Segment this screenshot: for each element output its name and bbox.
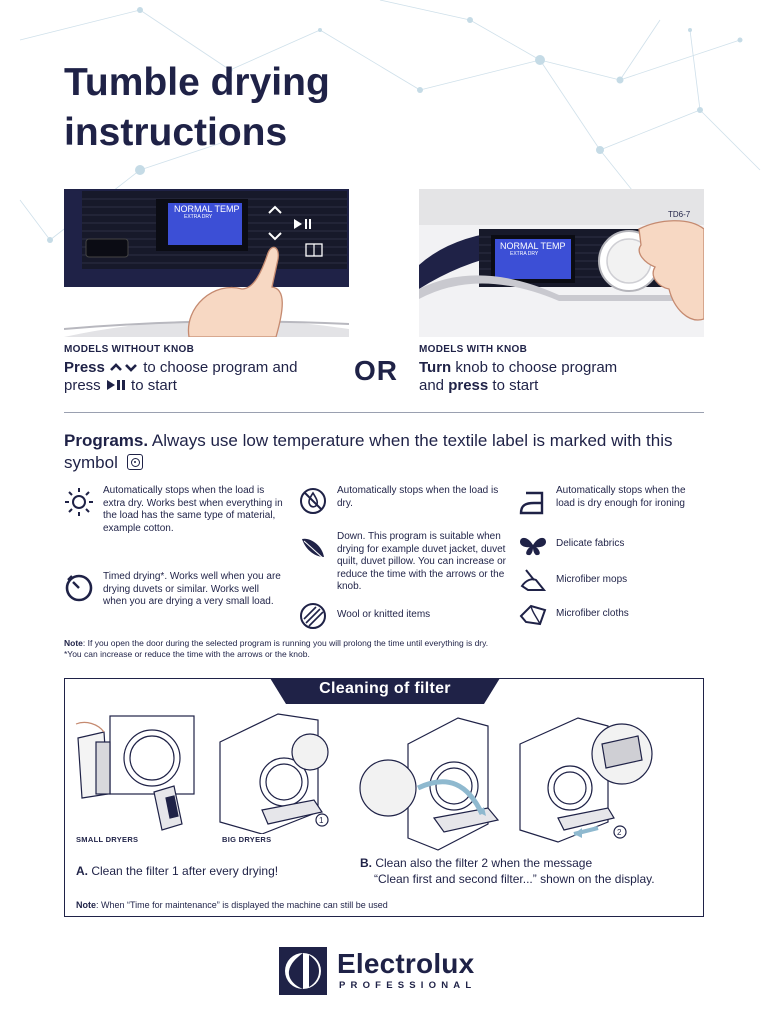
program-description: Timed drying*. Works well when you are d… bbox=[103, 571, 281, 607]
models-with-knob-label: MODELS WITH KNOB bbox=[419, 344, 528, 355]
models-without-knob-instructions: Press to choose program and press to sta… bbox=[64, 359, 298, 394]
maintenance-note: Note: When “Time for maintenance” is dis… bbox=[76, 900, 388, 910]
programs-note: Note: If you open the door during the se… bbox=[64, 638, 489, 659]
low-temperature-symbol-icon bbox=[126, 454, 143, 470]
control-panel-without-knob-illustration bbox=[64, 189, 349, 337]
display-text: NORMAL TEMP EXTRA DRY bbox=[174, 204, 240, 220]
big-dryer-filter2-illustration: 2 bbox=[519, 717, 653, 843]
program-description: Delicate fabrics bbox=[556, 538, 625, 549]
program-description: Microfiber mops bbox=[556, 574, 628, 585]
control-panel-with-knob-illustration bbox=[419, 189, 704, 337]
iron-icon bbox=[519, 491, 544, 515]
step-b-text: B. Clean also the filter 2 when the mess… bbox=[360, 856, 655, 886]
models-without-knob-label: MODELS WITHOUT KNOB bbox=[64, 344, 195, 355]
cleaning-title: Cleaning of filter bbox=[319, 680, 451, 697]
big-dryer-filter-removal-illustration bbox=[359, 717, 500, 851]
callout-1: 1 bbox=[319, 816, 324, 825]
electrolux-logo-icon bbox=[279, 947, 327, 995]
program-description: Automatically stops when the load is dry… bbox=[556, 485, 686, 509]
big-dryers-label: BIG DRYERS bbox=[222, 835, 272, 844]
wool-icon bbox=[300, 603, 326, 629]
play-pause-icon bbox=[105, 378, 127, 390]
models-with-knob-instructions: Turn knob to choose program and press to… bbox=[419, 359, 618, 394]
logo-subtitle: PROFESSIONAL bbox=[339, 980, 477, 991]
feather-icon bbox=[302, 538, 325, 560]
callout-2: 2 bbox=[617, 828, 622, 837]
mop-icon bbox=[520, 569, 547, 591]
program-description: Automatically stops when the load is ext… bbox=[103, 485, 283, 534]
program-description: Down. This program is suitable when dryi… bbox=[337, 531, 506, 592]
big-dryer-illustration: 1 bbox=[219, 713, 329, 834]
small-dryers-label: SMALL DRYERS bbox=[76, 835, 139, 844]
cleaning-banner bbox=[270, 678, 500, 704]
model-code-label: TD6-7 bbox=[668, 210, 691, 219]
page-title: Tumble drying instructions bbox=[64, 61, 330, 154]
program-description: Microfiber cloths bbox=[556, 608, 629, 619]
logo-wordmark: Electrolux bbox=[337, 948, 475, 979]
program-description: Wool or knitted items bbox=[337, 609, 431, 620]
small-dryer-illustration bbox=[75, 715, 195, 831]
program-description: Automatically stops when the load is dry… bbox=[337, 485, 499, 509]
cloth-icon bbox=[519, 604, 547, 626]
drop-icon bbox=[300, 488, 326, 514]
sun-icon bbox=[65, 488, 93, 516]
programs-heading: Programs. Always use low temperature whe… bbox=[64, 431, 673, 472]
or-separator: OR bbox=[354, 355, 398, 386]
display-text-knob-model: NORMAL TEMP EXTRA DRY bbox=[500, 241, 566, 257]
up-down-arrows-icon bbox=[109, 360, 139, 372]
timer-icon bbox=[65, 574, 93, 602]
butterfly-icon bbox=[520, 537, 546, 556]
section-divider bbox=[64, 412, 704, 413]
step-a-text: A. Clean the filter 1 after every drying… bbox=[76, 864, 279, 878]
